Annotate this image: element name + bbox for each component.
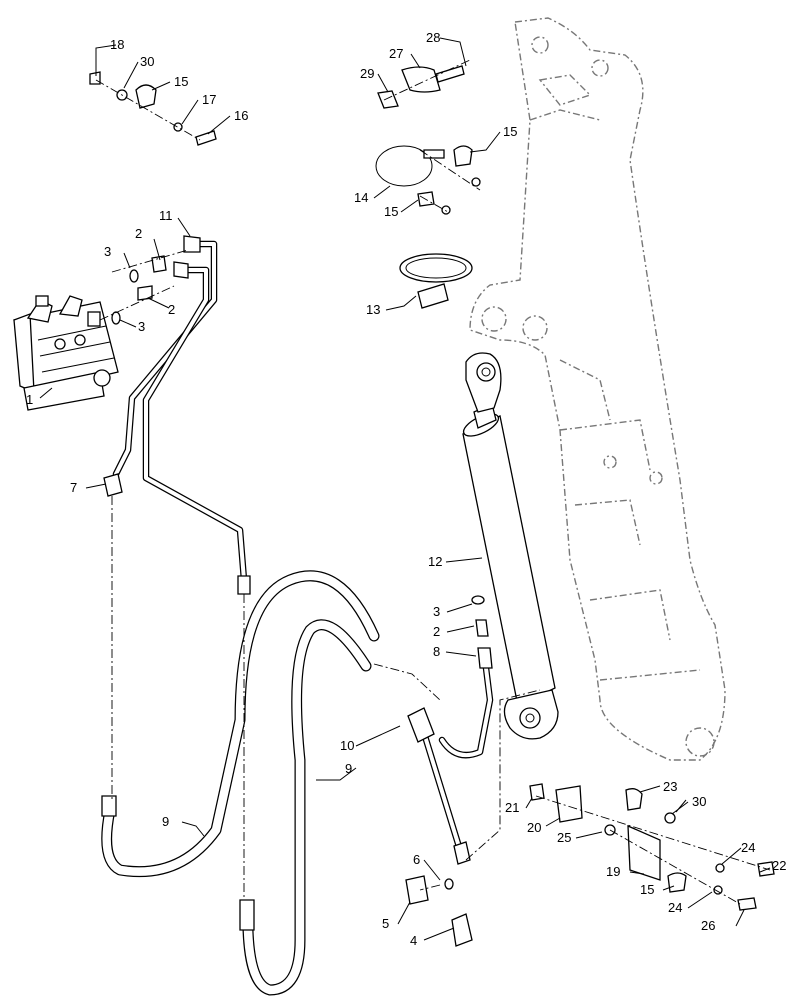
callout-10: 10 [340, 738, 354, 753]
callout-9: 9 [345, 761, 352, 776]
callout-19: 19 [606, 864, 620, 879]
callout-1: 1 [26, 392, 33, 407]
callout-6: 6 [413, 852, 420, 867]
callout-20: 20 [527, 820, 541, 835]
callout-21: 21 [505, 800, 519, 815]
callout-15: 15 [174, 74, 188, 89]
hydraulic-hoses [101, 570, 494, 996]
callout-2: 2 [135, 226, 142, 241]
callout-3: 3 [433, 604, 440, 619]
callout-15: 15 [503, 124, 517, 139]
callout-18: 18 [110, 37, 124, 52]
callout-14: 14 [354, 190, 368, 205]
callout-2: 2 [168, 302, 175, 317]
leader-lines [39, 37, 771, 941]
callout-24: 24 [668, 900, 682, 915]
callout-24: 24 [741, 840, 755, 855]
hydraulic-cylinder [462, 352, 559, 740]
callout-25: 25 [557, 830, 571, 845]
callout-30: 30 [692, 794, 706, 809]
callout-2: 2 [433, 624, 440, 639]
boom-phantom-outline [469, 17, 726, 761]
callout-28: 28 [426, 30, 440, 45]
callout-22: 22 [772, 858, 786, 873]
callout-3: 3 [138, 319, 145, 334]
callout-5: 5 [382, 916, 389, 931]
callout-15: 15 [640, 882, 654, 897]
callout-17: 17 [202, 92, 216, 107]
callout-7: 7 [70, 480, 77, 495]
callout-23: 23 [663, 779, 677, 794]
callout-8: 8 [433, 644, 440, 659]
steel-tubes [103, 235, 251, 595]
callout-26: 26 [701, 918, 715, 933]
callout-9: 9 [162, 814, 169, 829]
callout-16: 16 [234, 108, 248, 123]
callout-15: 15 [384, 204, 398, 219]
callout-11: 11 [159, 208, 173, 223]
clamp-hardware [89, 65, 775, 911]
callout-4: 4 [410, 933, 417, 948]
callout-12: 12 [428, 554, 442, 569]
callout-3: 3 [104, 244, 111, 259]
callout-labels: 1 2 2 2 3 3 3 4 5 6 7 8 9 9 10 11 12 13 … [26, 30, 786, 948]
control-valve [13, 295, 119, 411]
callout-13: 13 [366, 302, 380, 317]
callout-30: 30 [140, 54, 154, 69]
callout-29: 29 [360, 66, 374, 81]
callout-27: 27 [389, 46, 403, 61]
centerlines [95, 59, 771, 905]
